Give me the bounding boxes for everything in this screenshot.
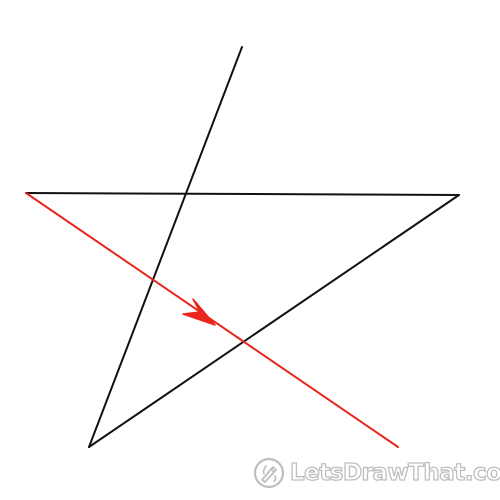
watermark: LetsDrawThat.com [253,456,500,490]
star-stroke-2 [88,194,460,448]
watermark-text: LetsDrawThat.com [289,459,500,486]
pencil-brush-logo-icon [253,457,285,489]
direction-arrow-icon [182,298,216,326]
star-stroke-1 [88,46,243,448]
star-stroke-3 [25,192,460,196]
star-stroke-4-new [25,192,399,448]
